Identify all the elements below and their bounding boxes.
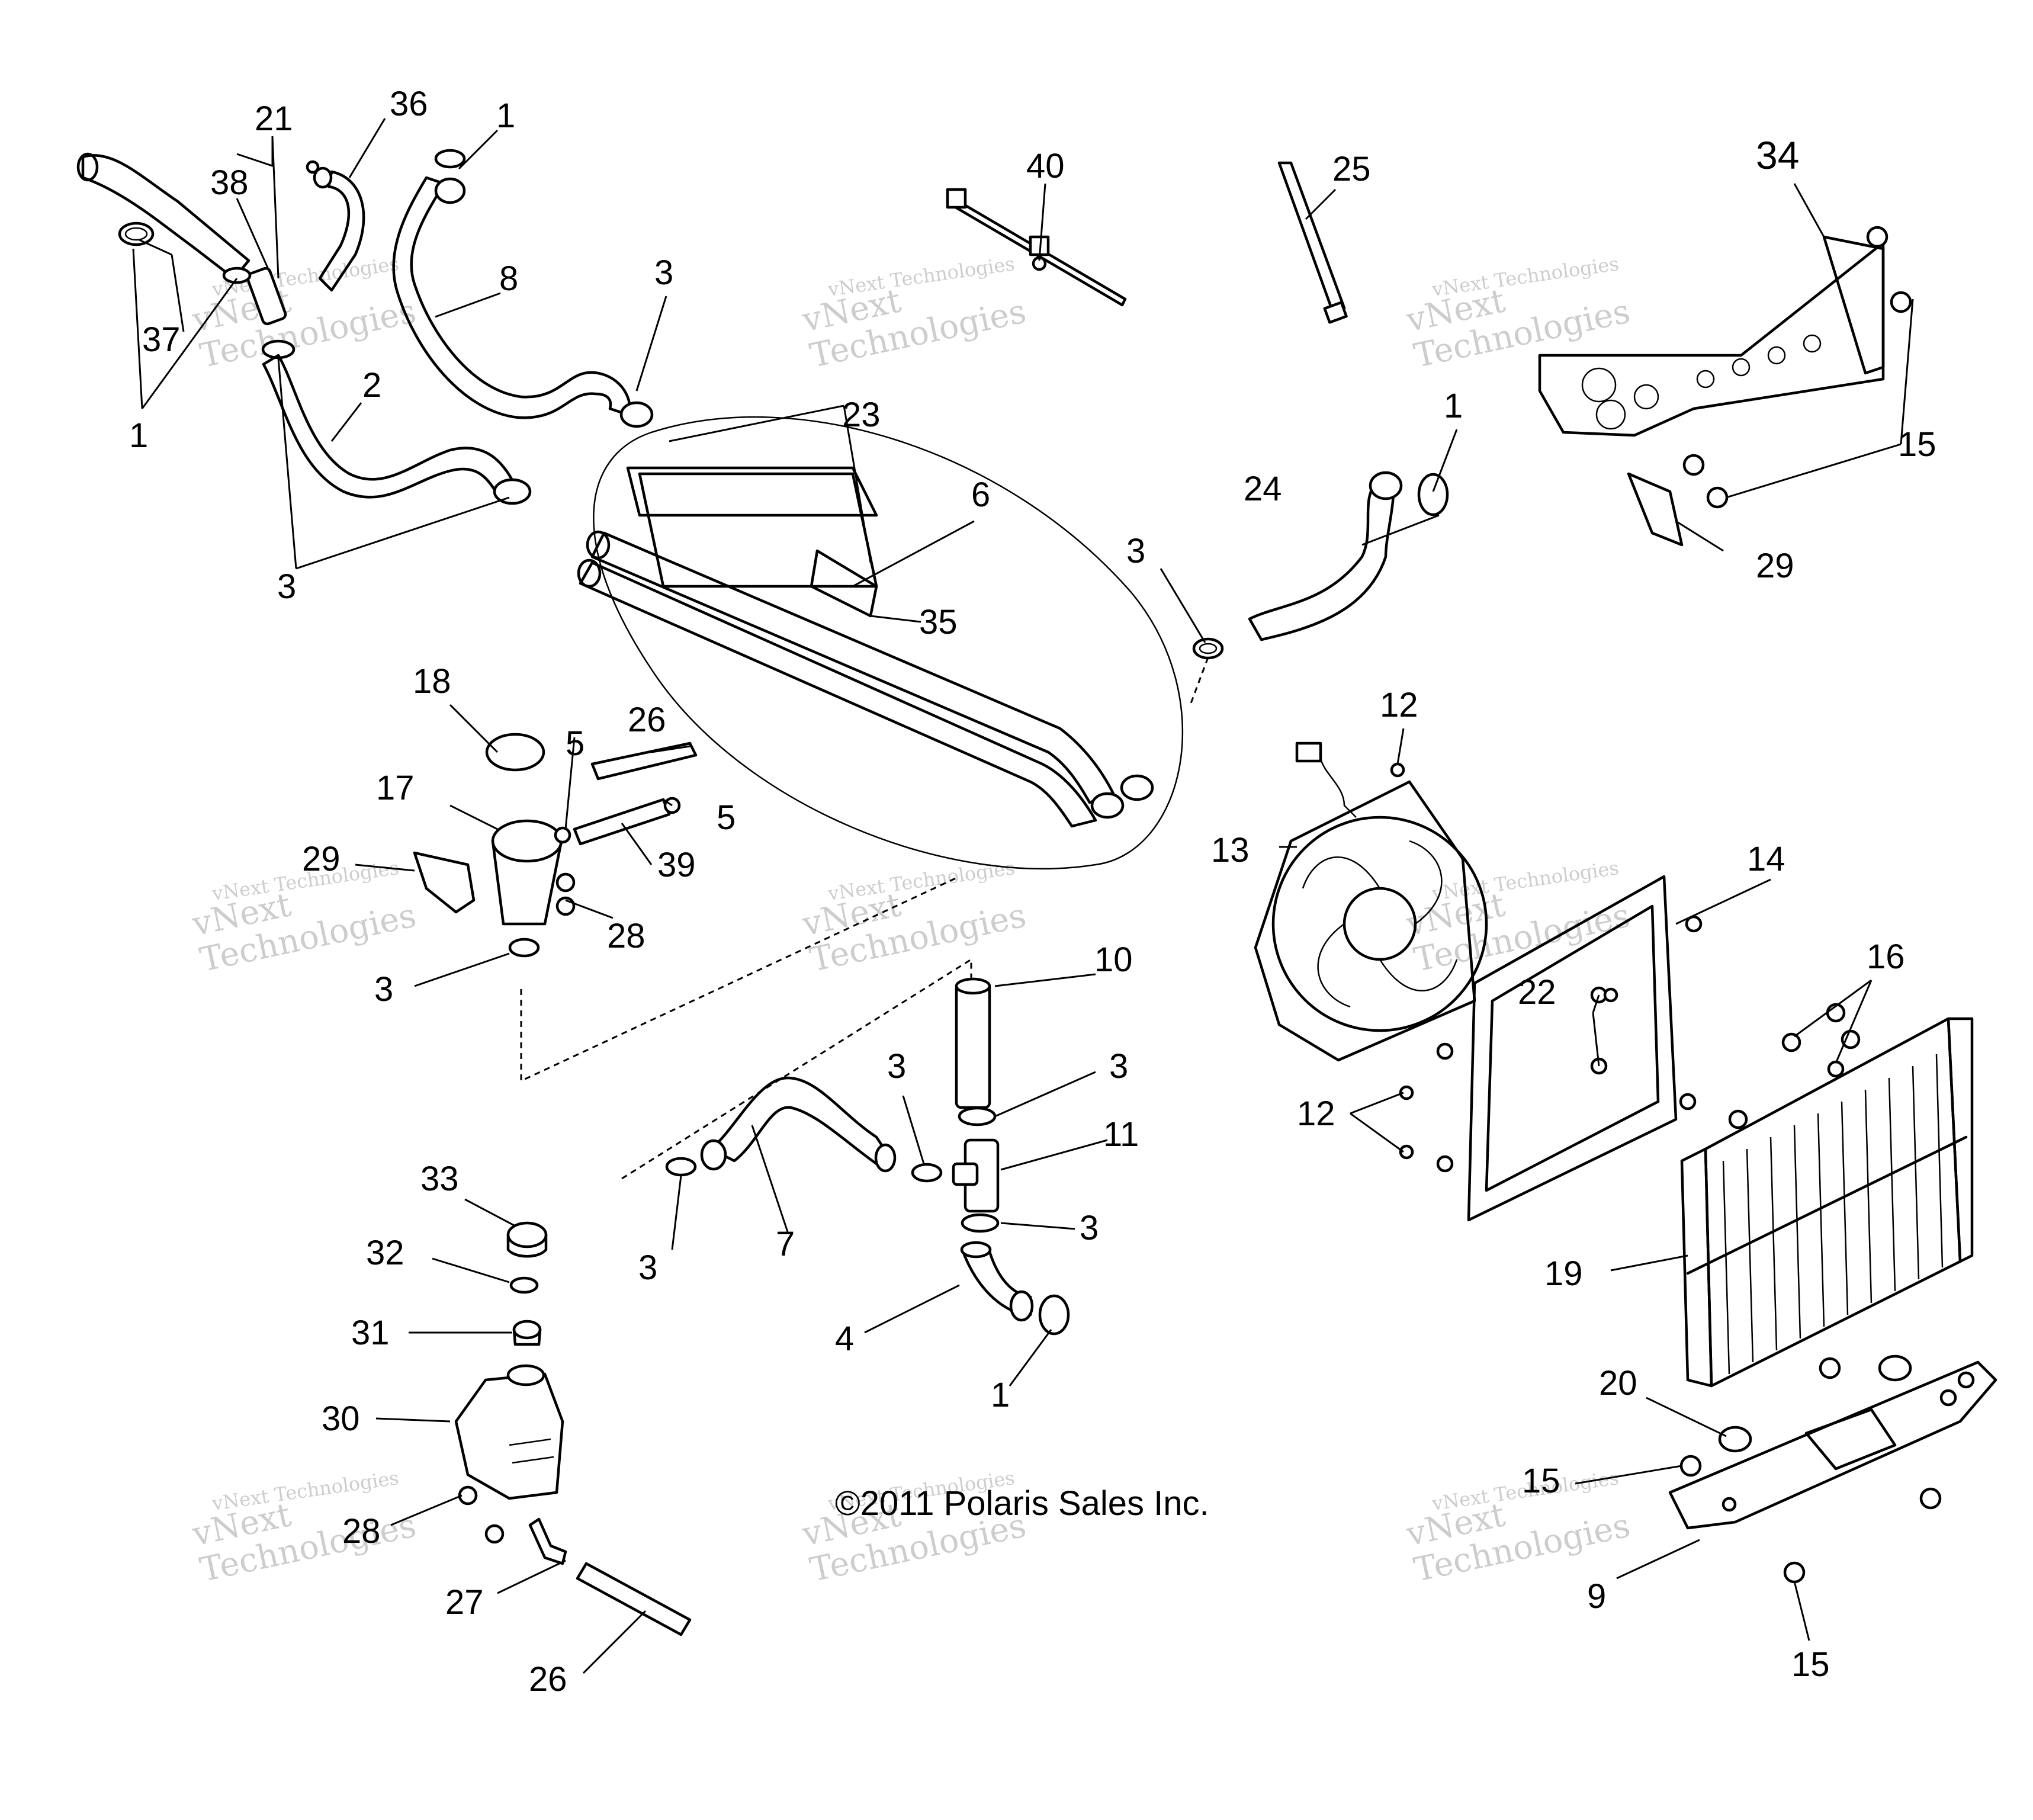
callout-6: 6 <box>971 476 990 514</box>
hose-10 <box>955 977 991 1109</box>
grommet-20 <box>1718 1354 1912 1453</box>
callout-3: 3 <box>654 253 673 292</box>
callouts: 21 36 1 38 37 1 2 8 3 3 40 25 34 23 6 35… <box>129 85 1936 1699</box>
callout-21: 21 <box>255 99 293 138</box>
copyright-text: ©2011 Polaris Sales Inc. <box>835 1484 1209 1523</box>
clamps-3-tee <box>665 1106 1000 1233</box>
callout-31: 31 <box>351 1314 390 1352</box>
callout-17: 17 <box>376 769 415 807</box>
bracket-34 <box>1538 226 1912 547</box>
radiator-19 <box>1680 1003 1974 1388</box>
bolt-28-left <box>555 872 576 916</box>
cap-33 <box>506 1221 548 1258</box>
callout-19: 19 <box>1544 1254 1583 1293</box>
callout-2: 2 <box>362 366 381 405</box>
callout-36: 36 <box>390 85 428 123</box>
filler-neck-17 <box>485 733 563 958</box>
plug-31 <box>512 1320 542 1346</box>
leader-lines <box>132 118 1914 1674</box>
callout-5: 5 <box>717 798 736 837</box>
watermark-group: vNext Technologies vNextTechnologies vNe… <box>188 252 1633 1590</box>
callout-15: 15 <box>1898 425 1936 464</box>
callout-33: 33 <box>420 1160 459 1198</box>
hose-24 <box>1248 471 1449 641</box>
callout-13: 13 <box>1211 831 1250 869</box>
callout-22: 22 <box>1518 973 1556 1012</box>
callout-15: 15 <box>1522 1462 1560 1500</box>
callout-12: 12 <box>1380 686 1418 724</box>
callout-35: 35 <box>919 603 958 641</box>
bracket-9 <box>1668 1360 1997 1530</box>
clamp-3-upper-right <box>1192 637 1224 660</box>
hose-26-39 <box>554 742 698 846</box>
callout-25: 25 <box>1332 150 1371 188</box>
bolt-28-lower <box>458 1485 505 1544</box>
grommets <box>1603 987 1845 1078</box>
callout-3: 3 <box>277 567 296 606</box>
fitting-38 <box>222 267 296 359</box>
callout-11: 11 <box>1103 1115 1139 1154</box>
callout-1: 1 <box>1444 387 1463 425</box>
callout-4: 4 <box>835 1320 854 1358</box>
callout-34: 34 <box>1756 133 1799 177</box>
callout-9: 9 <box>1587 1577 1606 1616</box>
elbow-27 <box>528 1517 567 1565</box>
bolts-12 <box>1390 762 1414 1160</box>
callout-16: 16 <box>1867 938 1905 976</box>
hose-7 <box>700 1076 897 1173</box>
callout-26: 26 <box>529 1660 567 1699</box>
callout-3: 3 <box>374 970 393 1009</box>
callout-26: 26 <box>628 701 666 739</box>
fan-13 <box>1254 742 1488 1062</box>
callout-3: 3 <box>1126 532 1145 570</box>
callout-32: 32 <box>366 1234 404 1272</box>
callout-8: 8 <box>499 259 518 298</box>
callout-27: 27 <box>445 1583 484 1622</box>
reservoir-30 <box>454 1364 564 1500</box>
callout-23: 23 <box>842 396 881 434</box>
callout-29: 29 <box>1756 547 1794 585</box>
clamp-1-left <box>118 222 155 246</box>
callout-1: 1 <box>496 97 515 135</box>
callout-20: 20 <box>1599 1364 1637 1402</box>
callout-5: 5 <box>566 724 584 763</box>
callout-1: 1 <box>129 416 148 455</box>
strap-40 <box>946 188 1127 307</box>
callout-39: 39 <box>657 846 696 884</box>
callout-14: 14 <box>1747 840 1785 878</box>
hose-36 <box>306 160 365 292</box>
callout-3: 3 <box>887 1047 906 1086</box>
shroud-14 <box>1436 875 1703 1222</box>
bracket-29-left <box>413 851 476 914</box>
routing-line <box>1189 657 1209 705</box>
callout-28: 28 <box>607 917 645 955</box>
hose-4 <box>960 1241 1070 1336</box>
callout-3: 3 <box>1080 1209 1099 1247</box>
callout-18: 18 <box>413 662 451 701</box>
callout-24: 24 <box>1244 470 1282 508</box>
callout-30: 30 <box>322 1399 360 1438</box>
callout-12: 12 <box>1297 1094 1335 1133</box>
callout-10: 10 <box>1094 941 1133 979</box>
callout-3: 3 <box>1109 1047 1128 1086</box>
callout-28: 28 <box>342 1512 381 1551</box>
callout-40: 40 <box>1026 147 1065 185</box>
callout-37: 37 <box>142 320 181 359</box>
callout-7: 7 <box>776 1225 795 1263</box>
hose-2 <box>262 354 532 505</box>
callout-29: 29 <box>302 840 341 878</box>
hose-26-lower <box>576 1562 692 1636</box>
callout-15: 15 <box>1791 1645 1830 1684</box>
seal-32 <box>509 1276 539 1294</box>
callout-3: 3 <box>638 1248 657 1287</box>
hose-8 <box>392 149 654 428</box>
strap-25 <box>1277 161 1348 324</box>
coolant-tube-assembly-6 <box>577 416 1183 869</box>
callout-1: 1 <box>991 1376 1010 1414</box>
tee-11 <box>952 1138 1000 1213</box>
callout-38: 38 <box>210 163 249 202</box>
